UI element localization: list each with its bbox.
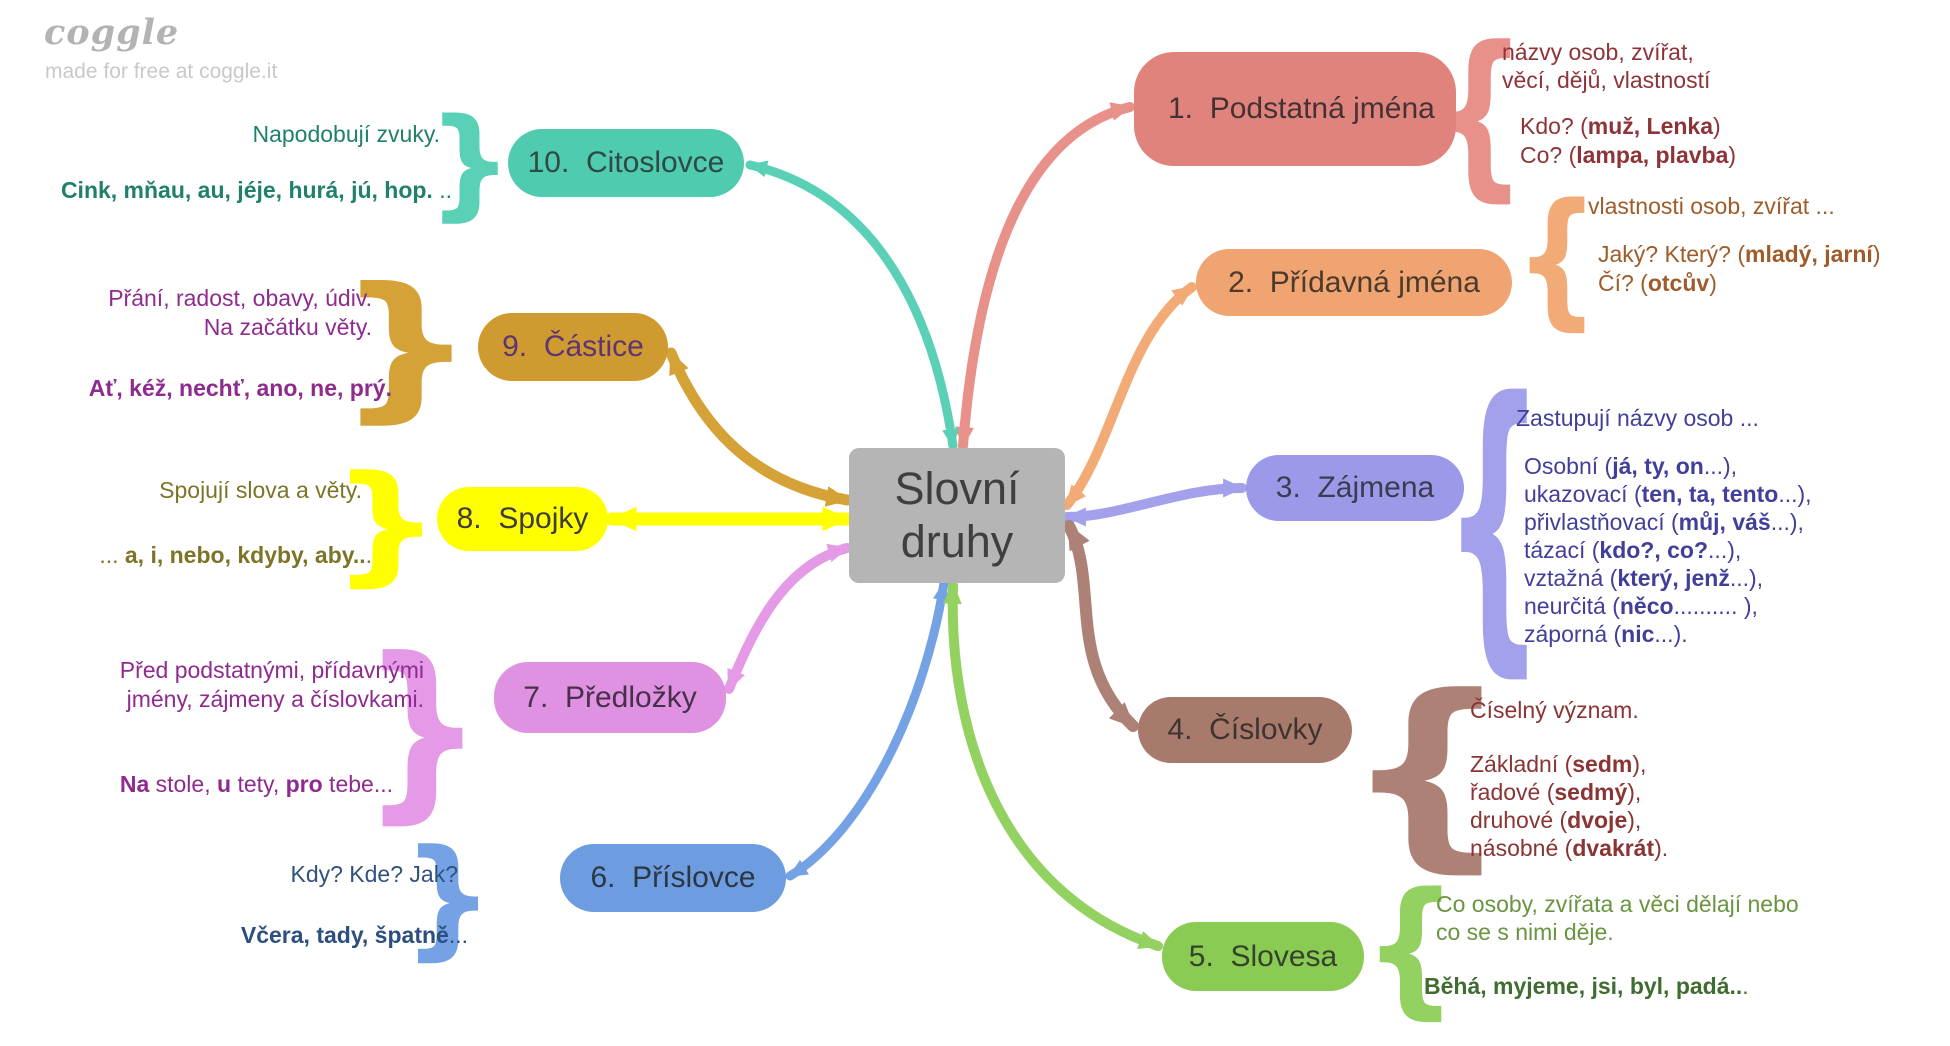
branch-predlozky	[724, 543, 852, 694]
node-label: 5. Slovesa	[1188, 939, 1338, 973]
node-predlozky[interactable]: 7. Předložky	[494, 662, 726, 733]
branch-castice	[665, 347, 853, 507]
node-castice[interactable]: 9. Částice	[478, 313, 668, 381]
note-cislovky-popis[interactable]: Číselný význam.	[1470, 697, 1639, 723]
node-prislovce[interactable]: 6. Příslovce	[560, 844, 786, 912]
node-label: 4. Číslovky	[1167, 713, 1323, 746]
note-predlozky-priklady[interactable]: Na stole, u tety, pro tebe...	[119, 771, 393, 797]
coggle-tagline: made for free at coggle.it	[45, 60, 278, 83]
node-label: 10. Citoslovce	[527, 146, 725, 179]
note-spojky-popis[interactable]: Spojují slova a věty.	[159, 477, 362, 503]
brace-icon-zajmena: {	[1443, 336, 1545, 703]
note-pridavna-jmena-popis[interactable]: vlastnosti osob, zvířat ...	[1588, 193, 1835, 219]
node-citoslovce[interactable]: 10. Citoslovce	[508, 129, 744, 197]
note-zajmena-druhy[interactable]: Osobní (já, ty, on...),ukazovací (ten, t…	[1524, 453, 1812, 647]
node-slovesa[interactable]: 5. Slovesa	[1162, 922, 1364, 991]
branch-citoslovce	[745, 160, 960, 451]
note-pridavna-jmena-priklady[interactable]: Jaký? Který? (mladý, jarní)Čí? (otcův)	[1598, 241, 1881, 296]
node-pridavna-jmena[interactable]: 2. Přídavná jména	[1196, 249, 1512, 316]
branch-zajmena	[1062, 478, 1247, 527]
branch-podstatna-jmena	[955, 102, 1135, 451]
note-zajmena-popis[interactable]: Zastupují názvy osob ...	[1516, 405, 1759, 431]
node-spojky[interactable]: 8. Spojky	[437, 487, 608, 551]
brace-icon-cislovky: {	[1343, 652, 1511, 891]
branch-slovesa	[942, 580, 1163, 951]
node-label: 9. Částice	[502, 330, 644, 363]
node-label: 8. Spojky	[456, 502, 589, 535]
node-podstatna-jmena[interactable]: 1. Podstatná jména	[1134, 52, 1456, 166]
brace-icon-pridavna-jmena: {	[1514, 172, 1600, 344]
note-castice-popis[interactable]: Přání, radost, obavy, údiv.Na začátku vě…	[108, 285, 372, 340]
note-podstatna-jmena-popis[interactable]: názvy osob, zvířat,věcí, dějů, vlastnost…	[1502, 39, 1711, 93]
branch-pridavna-jmena	[1062, 282, 1197, 510]
brace-icon-podstatna-jmena: {	[1430, 8, 1528, 218]
branch-cislovky	[1063, 520, 1139, 732]
note-prislovce-priklady[interactable]: Včera, tady, špatně...	[240, 922, 468, 948]
node-label: Slovní druhy	[894, 462, 1020, 567]
node-label: 1. Podstatná jména	[1168, 92, 1435, 125]
brace-icon-spojky: }	[330, 446, 442, 599]
node-label: 7. Předložky	[523, 680, 697, 714]
brace-icon-castice: }	[335, 253, 477, 438]
note-citoslovce-priklady[interactable]: Cink, mňau, au, jéje, hurá, jú, hop. ..	[60, 177, 452, 203]
node-label: 2. Přídavná jména	[1228, 265, 1480, 299]
node-zajmena[interactable]: 3. Zájmena	[1246, 455, 1464, 521]
note-spojky-priklady[interactable]: ... a, i, nebo, kdyby, aby...	[99, 542, 372, 568]
node-cislovky[interactable]: 4. Číslovky	[1138, 697, 1352, 763]
brace-icon-prislovce: }	[401, 820, 495, 973]
note-prislovce-popis[interactable]: Kdy? Kde? Jak?	[290, 861, 458, 887]
node-center-slovni-druhy[interactable]: Slovní druhy	[849, 448, 1065, 583]
note-cislovky-druhy[interactable]: Základní (sedm),řadové (sedmý),druhové (…	[1470, 751, 1669, 861]
note-castice-priklady[interactable]: Ať, kéž, nechť, ano, ne, prý.	[88, 375, 392, 401]
node-label: 3. Zájmena	[1275, 471, 1435, 504]
note-podstatna-jmena-priklady[interactable]: Kdo? (muž, Lenka)Co? (lampa, plavba)	[1520, 113, 1737, 168]
brace-icon-predlozky: }	[360, 618, 485, 841]
brace-icon-slovesa: {	[1363, 861, 1458, 1033]
note-slovesa-priklady[interactable]: Běhá, myjeme, jsi, byl, padá...	[1424, 973, 1749, 999]
brace-icon-citoslovce: }	[427, 94, 513, 233]
coggle-logo: coggle	[44, 12, 180, 53]
node-label: 6. Příslovce	[590, 861, 756, 894]
branch-prislovce	[785, 578, 950, 881]
note-citoslovce-popis[interactable]: Napodobují zvuky.	[252, 121, 440, 147]
